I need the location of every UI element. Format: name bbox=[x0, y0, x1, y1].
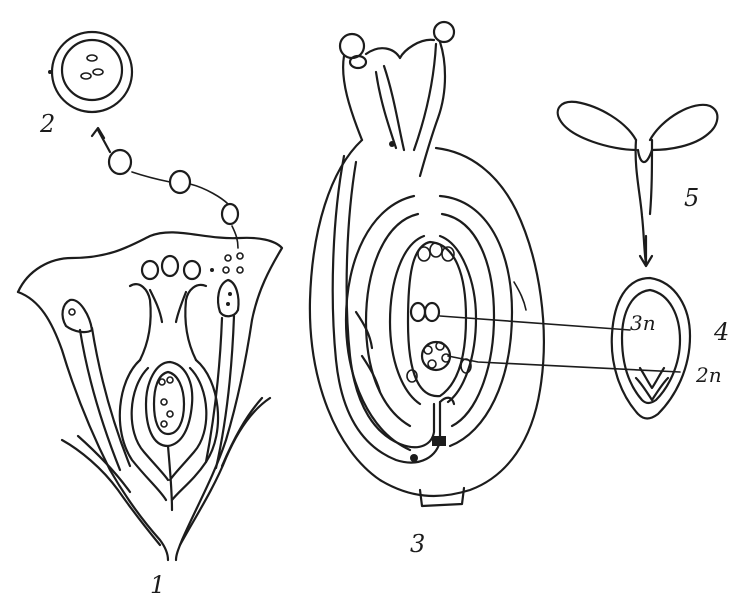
label-endosperm-ploidy: 3n bbox=[630, 311, 656, 335]
label-fig3: 3 bbox=[410, 530, 425, 558]
pollen-dispersal-path bbox=[92, 128, 238, 248]
flower-section bbox=[18, 232, 282, 560]
label-fig1: 1 bbox=[150, 571, 165, 597]
ovule-section bbox=[310, 22, 544, 506]
seed-section bbox=[612, 278, 690, 419]
label-embryo-ploidy: 2n bbox=[695, 363, 722, 387]
label-fig2: 2 bbox=[39, 110, 55, 138]
pollen-grain bbox=[48, 32, 132, 112]
label-fig5: 5 bbox=[684, 184, 699, 212]
label-fig4: 4 bbox=[713, 318, 729, 346]
